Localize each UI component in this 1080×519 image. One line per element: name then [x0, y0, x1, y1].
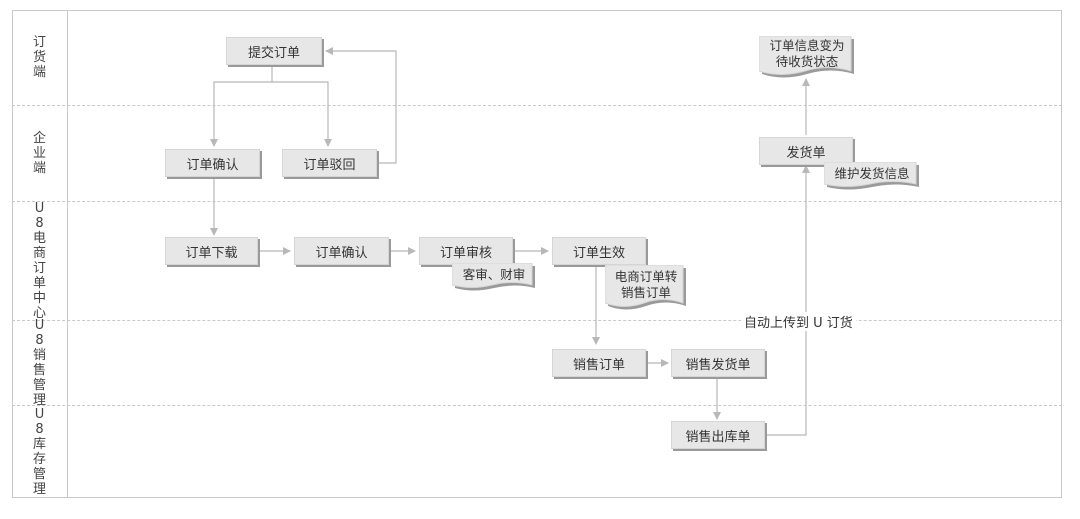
node-order-effective: 订单生效 — [552, 237, 646, 265]
lane-label-ordering-side: 订货端 — [32, 35, 46, 80]
lane-label-u8-inventory-management: U8库存管理 — [32, 406, 46, 497]
lane-divider — [12, 201, 1062, 202]
node-submit-order: 提交订单 — [226, 37, 322, 65]
document-shape — [605, 265, 686, 310]
diagram-frame — [12, 10, 1062, 498]
lane-label-enterprise-side: 企业端 — [32, 130, 46, 176]
note-maintain-delivery: 维护发货信息 — [824, 162, 920, 190]
lane-divider — [12, 320, 1062, 321]
document-shape — [759, 36, 854, 78]
edge-submit-to-reject — [272, 81, 332, 147]
document-shape — [452, 263, 535, 291]
node-sales-delivery-note: 销售发货单 — [671, 349, 765, 377]
note-status-change: 订单信息变为 待收货状态 — [759, 36, 855, 78]
lane-divider — [12, 405, 1062, 406]
lane-header-separator — [67, 10, 68, 498]
edge-outbound-to-delivery-note — [767, 165, 810, 436]
node-sales-outbound-note: 销售出库单 — [671, 421, 765, 449]
lane-divider — [12, 105, 1062, 106]
node-order-review: 订单审核 — [419, 237, 513, 265]
node-delivery-note: 发货单 — [759, 137, 853, 165]
node-order-confirm-enterprise: 订单确认 — [165, 149, 260, 177]
document-shape — [824, 162, 919, 190]
node-sales-order: 销售订单 — [552, 349, 646, 377]
lane-label-u8-sales-management: U8销售管理 — [32, 317, 46, 408]
edge-submit-to-confirm — [210, 66, 273, 147]
node-order-confirm-center: 订单确认 — [294, 237, 389, 265]
edge-label-auto-upload: 自动上传到 U 订货 — [741, 312, 856, 331]
note-review-detail: 客审、财审 — [452, 263, 536, 291]
edge-reject-to-submit — [325, 47, 397, 164]
node-order-download: 订单下载 — [165, 237, 258, 265]
lane-label-u8-ecommerce-center: U8电商订单中心 — [32, 200, 46, 321]
note-convert-order: 电商订单转 销售订单 — [605, 265, 687, 311]
node-order-reject: 订单驳回 — [282, 149, 377, 177]
